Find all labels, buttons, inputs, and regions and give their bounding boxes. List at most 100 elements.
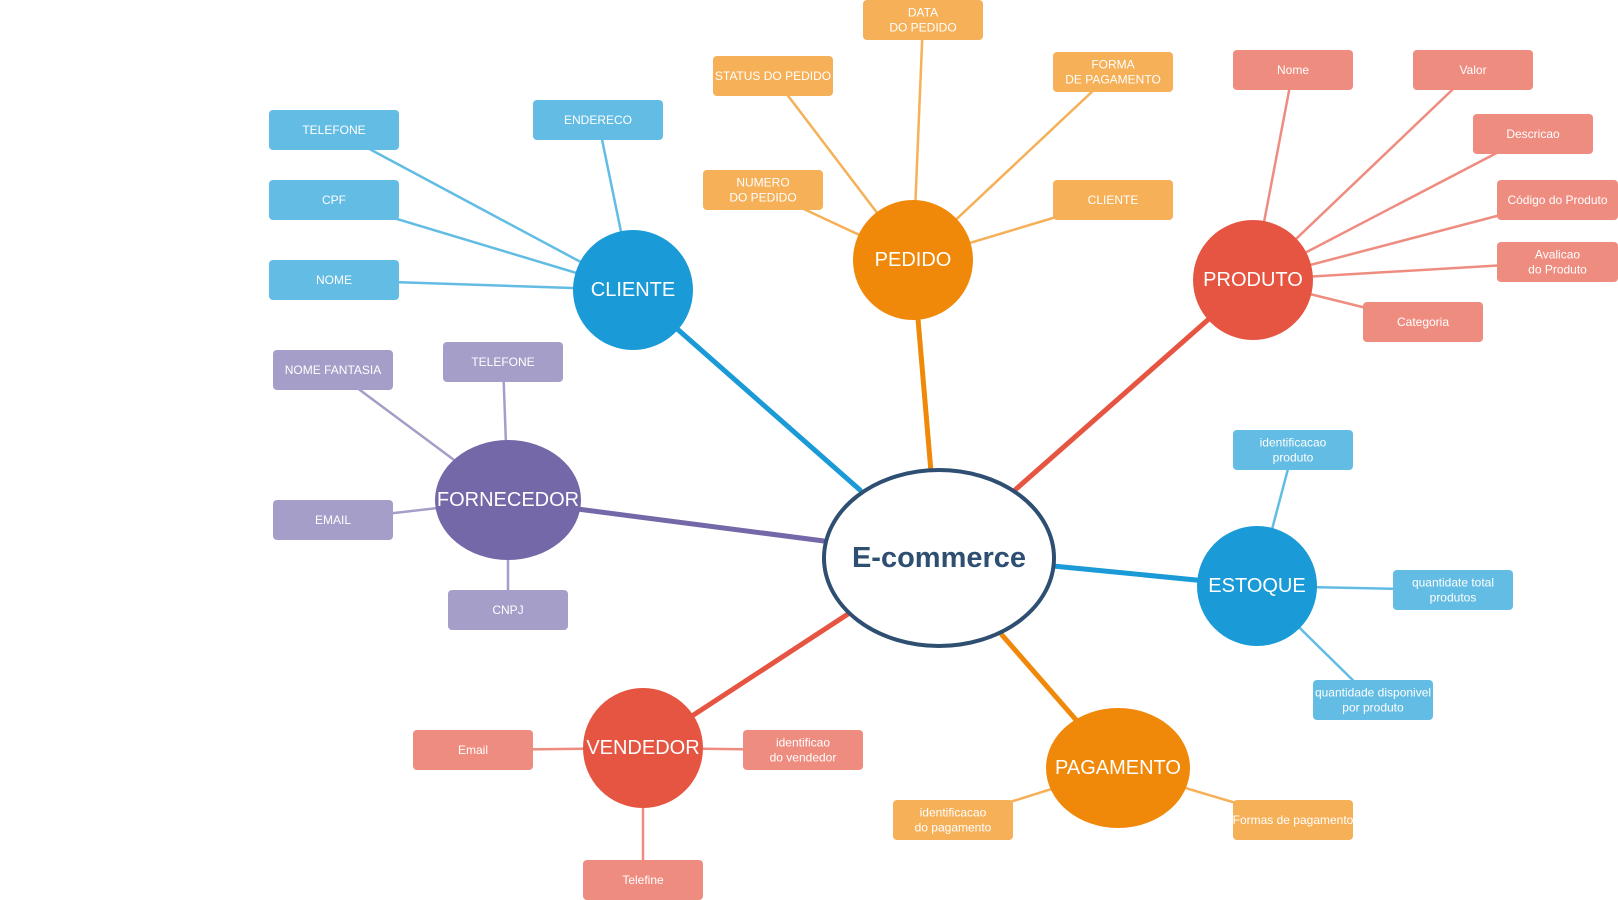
- leaf-node-pagamento-formas: Formas de pagamento: [1233, 800, 1354, 840]
- leaf-label-produto-avaliacao: do Produto: [1528, 263, 1587, 277]
- leaf-label-estoque-identificacao: produto: [1273, 451, 1314, 465]
- leaf-label-fornecedor-nome-fantasia: NOME FANTASIA: [285, 363, 381, 377]
- branch-node-pagamento: PAGAMENTO: [1046, 708, 1190, 828]
- leaf-label-fornecedor-email: EMAIL: [315, 513, 351, 527]
- leaf-node-produto-nome: Nome: [1233, 50, 1353, 90]
- leaf-label-pedido-forma: FORMA: [1091, 58, 1134, 72]
- leaf-label-produto-nome: Nome: [1277, 63, 1309, 77]
- central-node: E-commerce: [822, 468, 1056, 648]
- leaf-label-pagamento-formas: Formas de pagamento: [1233, 813, 1354, 827]
- branch-label-estoque: ESTOQUE: [1208, 575, 1305, 597]
- branch-circle-produto: [1193, 220, 1313, 340]
- leaf-node-pedido-status: STATUS DO PEDIDO: [713, 56, 833, 96]
- leaf-label-produto-categoria: Categoria: [1397, 315, 1449, 329]
- branch-nodes: CLIENTE PEDIDO PRODUTO FORNECEDOR ESTOQUE VEN…: [435, 200, 1317, 828]
- leaf-label-fornecedor-cnpj: CNPJ: [492, 603, 523, 617]
- leaf-box-fornecedor-nome-fantasia: [273, 350, 393, 390]
- leaf-box-fornecedor-cnpj: [448, 590, 568, 630]
- branch-node-estoque: ESTOQUE: [1197, 526, 1317, 646]
- leaf-node-cliente-nome: NOME: [269, 260, 399, 300]
- branch-label-vendedor: VENDEDOR: [586, 737, 699, 759]
- leaf-box-estoque-quantidade-disponivel: [1313, 680, 1433, 720]
- branch-node-vendedor: VENDEDOR: [583, 688, 703, 808]
- leaf-box-pedido-cliente: [1053, 180, 1173, 220]
- leaf-box-vendedor-telefone: [583, 860, 703, 900]
- leaf-label-cliente-telefone: TELEFONE: [302, 123, 365, 137]
- leaf-node-produto-valor: Valor: [1413, 50, 1533, 90]
- leaf-node-fornecedor-nome-fantasia: NOME FANTASIA: [273, 350, 393, 390]
- leaf-label-vendedor-identificacao: identificao: [776, 736, 830, 750]
- leaf-box-pedido-status: [713, 56, 833, 96]
- leaf-box-pagamento-formas: [1233, 800, 1353, 840]
- branch-node-produto: PRODUTO: [1193, 220, 1313, 340]
- leaf-label-fornecedor-telefone: TELEFONE: [471, 355, 534, 369]
- leaf-label-cliente-endereco: ENDERECO: [564, 113, 632, 127]
- leaf-label-pedido-data: DATA: [908, 6, 938, 20]
- leaf-box-produto-descricao: [1473, 114, 1593, 154]
- branch-circle-vendedor: [583, 688, 703, 808]
- leaf-box-vendedor-identificacao: [743, 730, 863, 770]
- leaf-label-pagamento-identificacao: do pagamento: [915, 821, 992, 835]
- leaf-label-vendedor-email: Email: [458, 743, 488, 757]
- leaf-label-vendedor-telefone: Telefine: [622, 873, 664, 887]
- leaf-box-produto-avaliacao: [1497, 242, 1618, 282]
- leaf-box-cliente-cpf: [269, 180, 399, 220]
- leaf-label-pedido-cliente: CLIENTE: [1088, 193, 1139, 207]
- leaf-node-fornecedor-cnpj: CNPJ: [448, 590, 568, 630]
- leaf-node-cliente-telefone: TELEFONE: [269, 110, 399, 150]
- leaf-label-cliente-cpf: CPF: [322, 193, 346, 207]
- leaf-label-pedido-numero: NUMERO: [736, 176, 789, 190]
- leaf-label-produto-avaliacao: Avalicao: [1535, 248, 1580, 262]
- branch-circle-pedido: [853, 200, 973, 320]
- leaf-label-estoque-quantidade-total: quantidate total: [1412, 576, 1494, 590]
- leaf-box-fornecedor-email: [273, 500, 393, 540]
- leaf-label-pedido-status: STATUS DO PEDIDO: [715, 69, 831, 83]
- leaf-label-cliente-nome: NOME: [316, 273, 352, 287]
- branch-node-fornecedor: FORNECEDOR: [435, 440, 581, 560]
- leaf-label-pagamento-identificacao: identificacao: [920, 806, 987, 820]
- branch-circle-fornecedor: [435, 440, 581, 560]
- leaf-node-vendedor-email: Email: [413, 730, 533, 770]
- leaf-box-estoque-quantidade-total: [1393, 570, 1513, 610]
- branch-node-pedido: PEDIDO: [853, 200, 973, 320]
- central-ellipse: [822, 468, 1056, 648]
- leaf-box-produto-valor: [1413, 50, 1533, 90]
- leaf-label-pedido-numero: DO PEDIDO: [729, 191, 796, 205]
- leaf-label-estoque-identificacao: identificacao: [1260, 436, 1327, 450]
- central-label: E-commerce: [852, 542, 1026, 574]
- branch-label-produto: PRODUTO: [1203, 269, 1303, 291]
- branch-label-cliente: CLIENTE: [591, 279, 675, 301]
- leaf-box-cliente-endereco: [533, 100, 663, 140]
- branch-label-pedido: PEDIDO: [875, 249, 952, 271]
- leaf-node-produto-categoria: Categoria: [1363, 302, 1483, 342]
- branch-node-cliente: CLIENTE: [573, 230, 693, 350]
- leaf-box-pedido-forma: [1053, 52, 1173, 92]
- leaf-label-produto-valor: Valor: [1459, 63, 1486, 77]
- leaf-box-fornecedor-telefone: [443, 342, 563, 382]
- leaf-box-produto-nome: [1233, 50, 1353, 90]
- leaf-box-pagamento-identificacao: [893, 800, 1013, 840]
- leaf-label-estoque-quantidade-disponivel: quantidade disponivel: [1315, 686, 1431, 700]
- leaf-label-produto-codigo: Código do Produto: [1507, 193, 1607, 207]
- branch-label-pagamento: PAGAMENTO: [1055, 757, 1181, 779]
- leaf-node-vendedor-telefone: Telefine: [583, 860, 703, 900]
- leaf-label-pedido-data: DO PEDIDO: [889, 21, 956, 35]
- leaf-box-vendedor-email: [413, 730, 533, 770]
- leaf-box-pedido-numero: [703, 170, 823, 210]
- branch-circle-pagamento: [1046, 708, 1190, 828]
- branch-label-fornecedor: FORNECEDOR: [437, 489, 579, 511]
- branch-circle-cliente: [573, 230, 693, 350]
- leaf-node-produto-codigo: Código do Produto: [1497, 180, 1618, 220]
- leaf-node-fornecedor-email: EMAIL: [273, 500, 393, 540]
- leaf-box-produto-categoria: [1363, 302, 1483, 342]
